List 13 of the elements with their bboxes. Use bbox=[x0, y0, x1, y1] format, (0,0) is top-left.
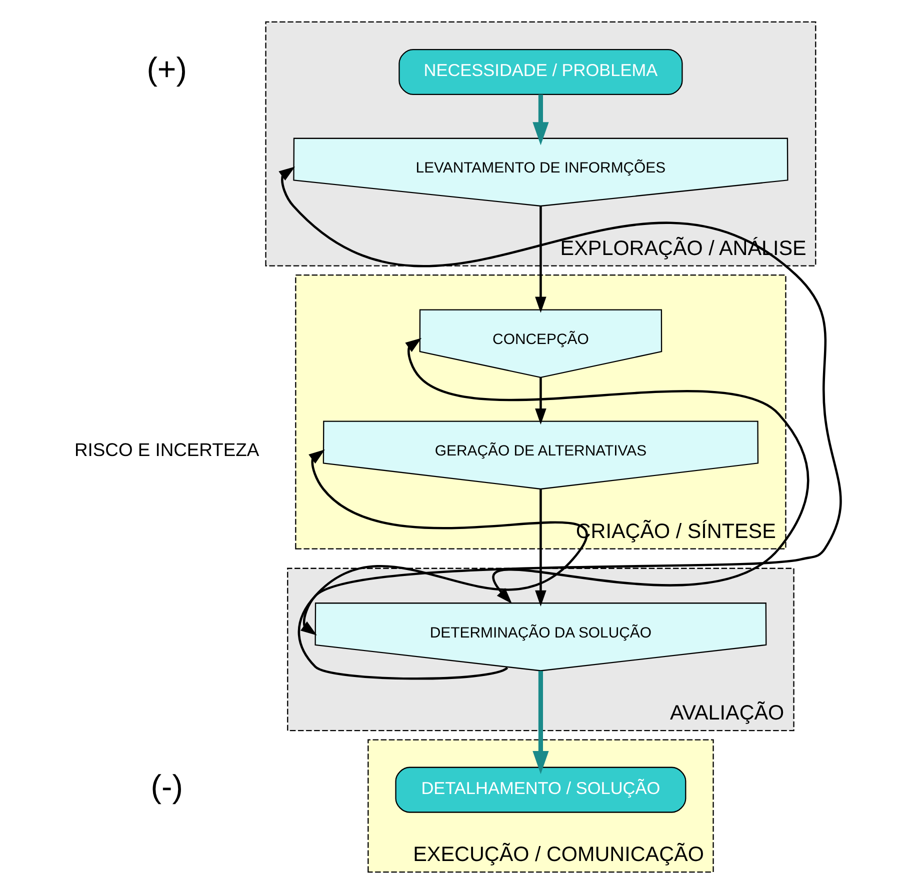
arrow bbox=[278, 166, 841, 680]
node-box: DETALHAMENTO / SOLUÇÃO bbox=[394, 766, 686, 813]
arrow bbox=[404, 338, 809, 604]
arrow bbox=[300, 450, 586, 636]
arrow bbox=[532, 94, 548, 146]
node-box: NECESSIDADE / PROBLEMA bbox=[398, 48, 682, 95]
arrow bbox=[534, 206, 546, 313]
arrow bbox=[534, 378, 546, 425]
label: (-) bbox=[150, 768, 182, 805]
arrow bbox=[532, 671, 548, 774]
label: RISCO E INCERTEZA bbox=[74, 438, 259, 460]
label: (+) bbox=[146, 50, 186, 87]
arrow bbox=[534, 489, 546, 607]
